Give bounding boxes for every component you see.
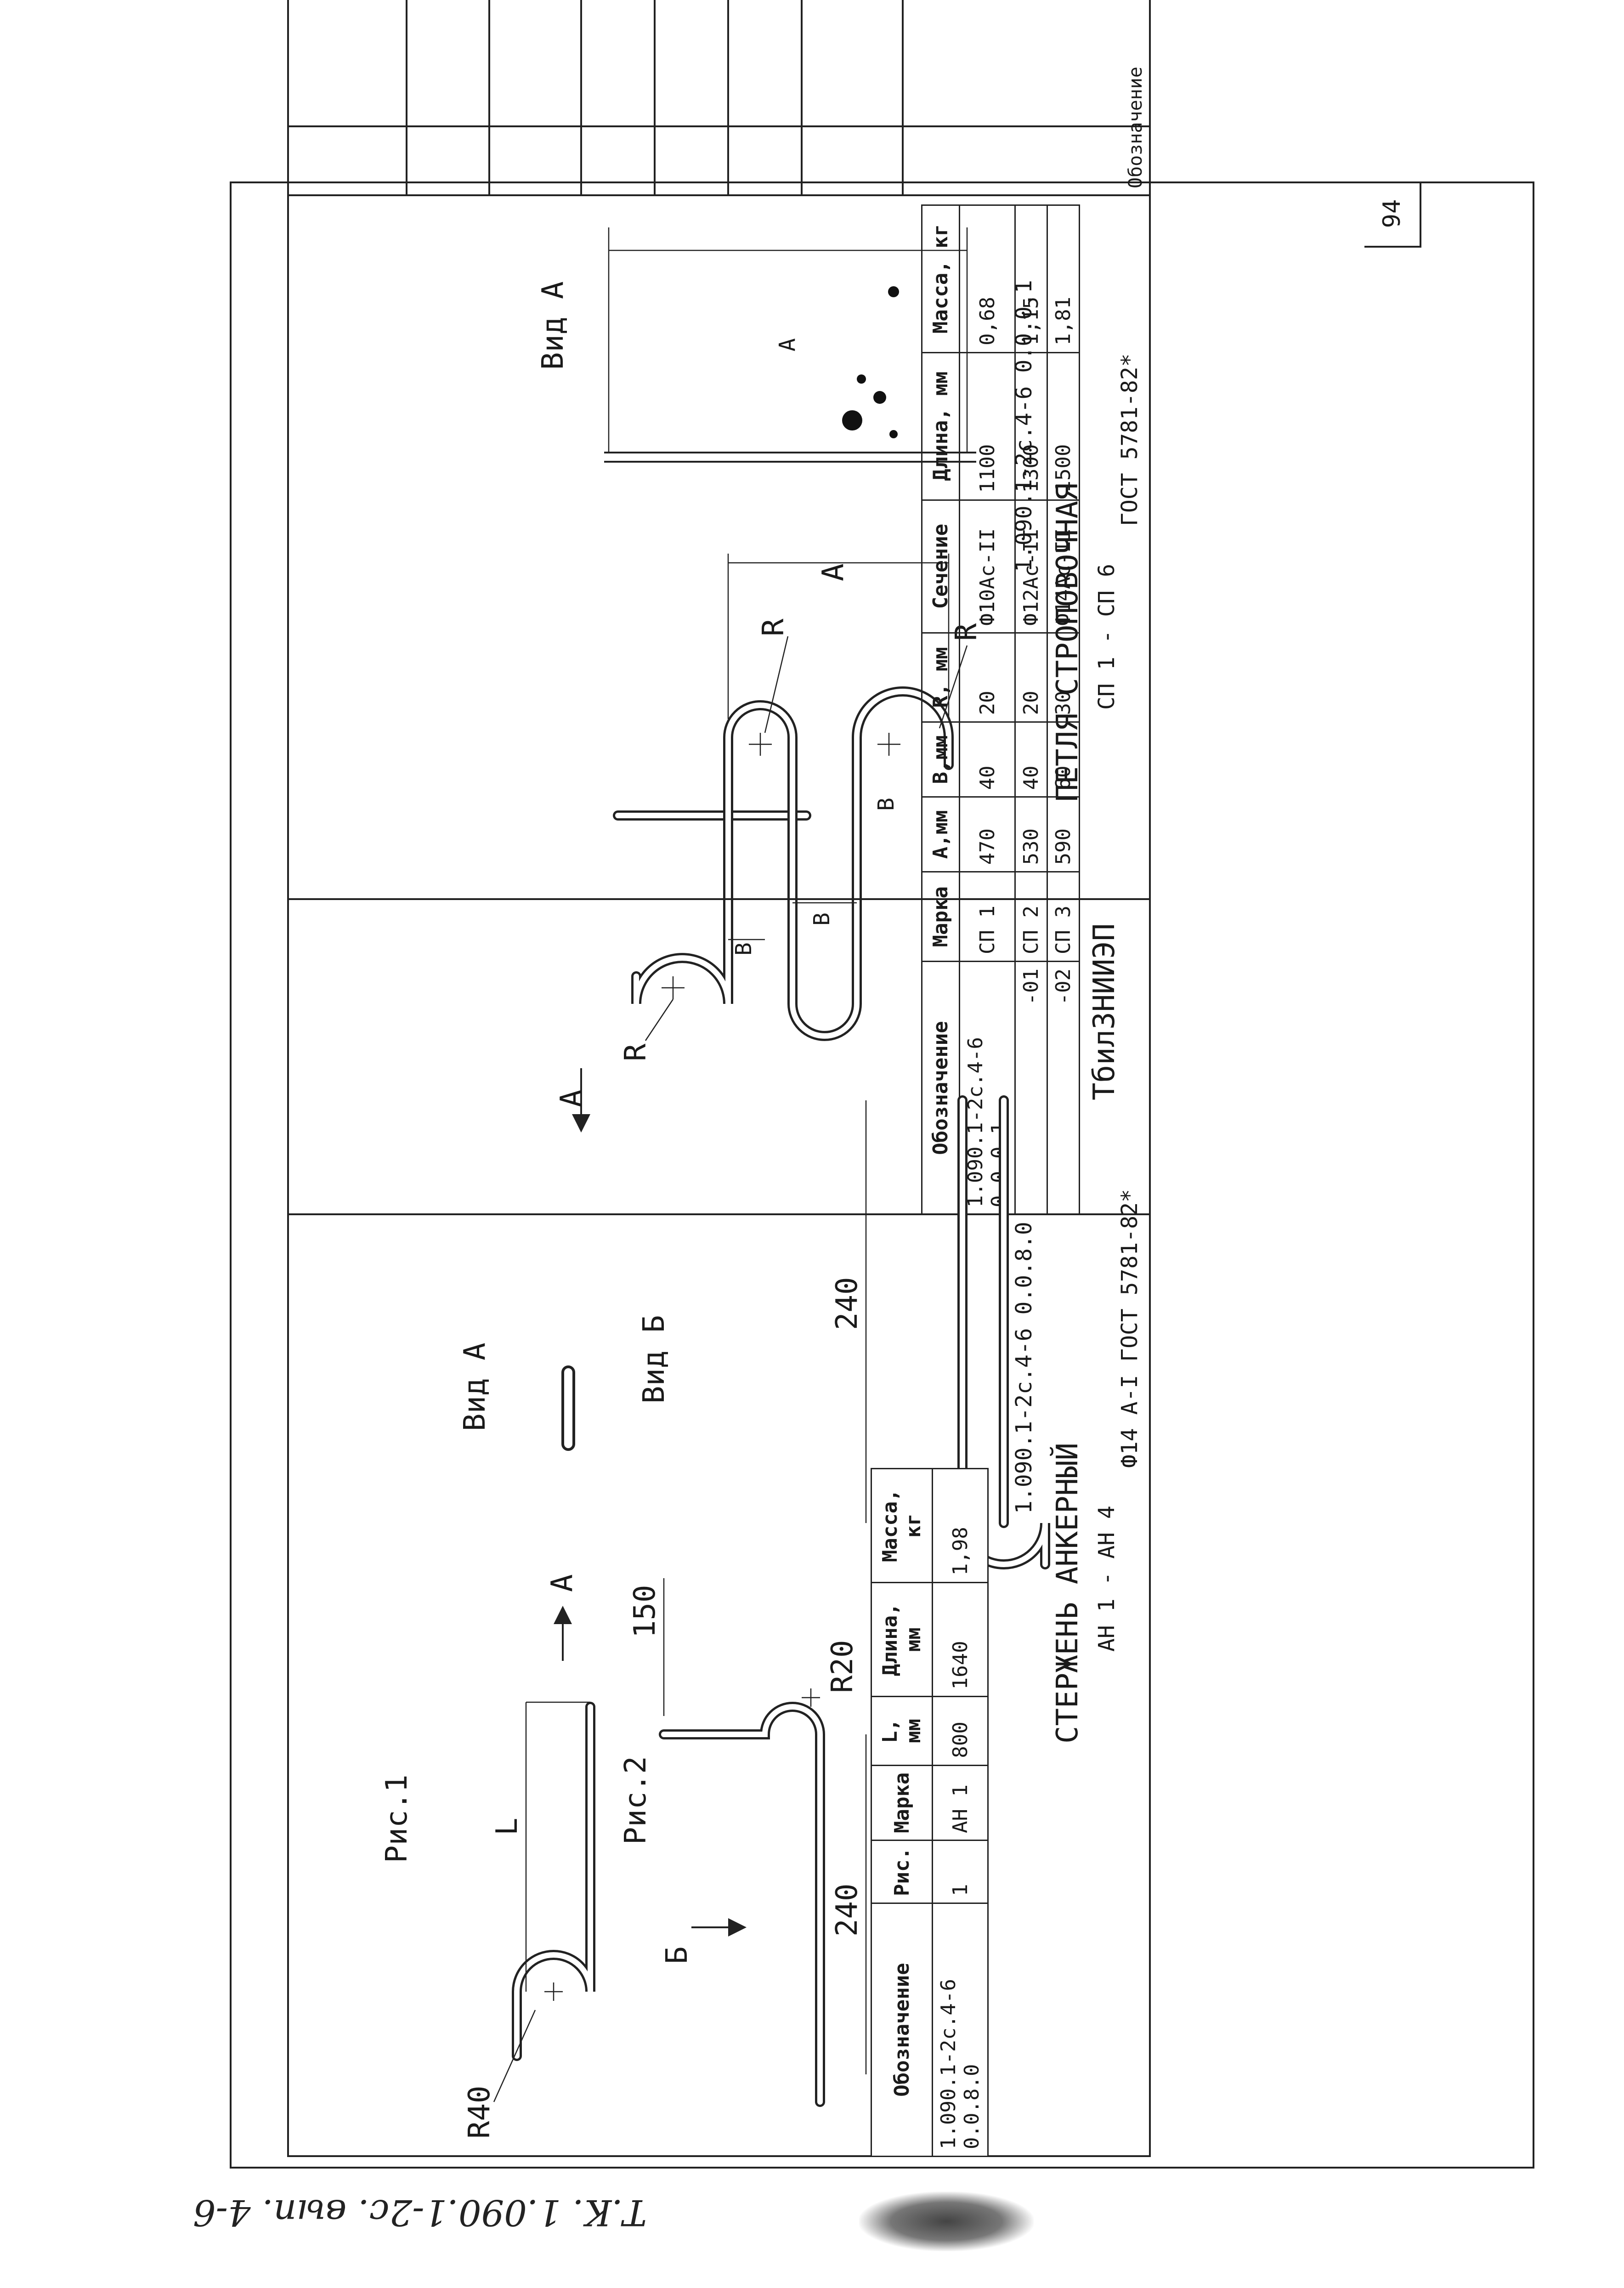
arrow-a-label: А xyxy=(555,1089,588,1107)
dim-a-label: A xyxy=(816,563,850,581)
fig2-label: Рис.2 xyxy=(619,1756,653,1845)
th-length: Длина, мм xyxy=(922,352,960,500)
page-frame xyxy=(230,181,1534,2169)
cell: 1.090.1-2с.4-6 0.0.8.0 xyxy=(932,1903,988,2157)
cell: 470 xyxy=(959,797,1015,872)
cell: 20 xyxy=(1015,633,1047,722)
th-a: А,мм xyxy=(922,797,960,872)
scan-smudge xyxy=(859,2192,1034,2251)
th-r: R, мм xyxy=(922,633,960,722)
cell: Ф10Ас-II xyxy=(959,500,1015,633)
cell: 1 xyxy=(932,1840,988,1903)
dim-l-label: L xyxy=(490,1818,524,1835)
th-b: В,мм xyxy=(922,722,960,797)
sheet-title: ПЕТЛЯ СТРОПОВОЧНАЯ xyxy=(1051,483,1085,802)
cell: 40 xyxy=(959,722,1015,797)
th-section: Сечение xyxy=(922,500,960,633)
view-a: Вид А A xyxy=(536,227,976,463)
sheet-anchor-rod: Рис.1 L R40 А Вид А Рис.2 240 xyxy=(287,898,1151,2157)
dim-r-label-2: R xyxy=(757,618,791,636)
sheet-lifting-loop: A B B B R R R А Вид А A xyxy=(287,0,1151,1215)
sheet-subtitle: СП 1 - СП 6 xyxy=(1094,564,1120,710)
th-length: Длина, мм xyxy=(871,1582,933,1697)
handwritten-note: Т.К. 1.090.1-2с. вып. 4-6 xyxy=(193,2192,647,2233)
dim-150-label: 150 xyxy=(628,1585,662,1638)
title-block-loops: ПЕТЛЯ СТРОПОВОЧНАЯ СП 1 - СП 6 1.090.1-2… xyxy=(1011,280,1143,802)
cell: 530 xyxy=(1015,797,1047,872)
figure-1: Рис.1 L R40 А Вид А xyxy=(380,1342,595,2139)
sheet-lifting-loop-drawing: A B B B R R R А Вид А A xyxy=(287,0,1151,1215)
sheet-org: ТбилЗНИИЭП xyxy=(1087,923,1121,1100)
view-a-label: Вид А xyxy=(536,281,570,370)
sheet-title: СТЕРЖЕНЬ АНКЕРНЫЙ xyxy=(1050,1443,1085,1744)
title-block-anchor: СТЕРЖЕНЬ АНКЕРНЫЙ АН 1 - АН 4 1.090.1-2с… xyxy=(1011,923,1143,1744)
dim-b-label-3: B xyxy=(873,798,899,811)
loop-drawing: A B B B R R R А xyxy=(555,554,984,1133)
dim-b-label-1: B xyxy=(731,942,757,956)
sheet-subtitle: АН 1 - АН 4 xyxy=(1094,1506,1120,1652)
cell: Ф14Ас-II xyxy=(1047,500,1080,633)
page-number: 94 xyxy=(1364,181,1421,248)
fig1-arrow-a: А xyxy=(545,1574,579,1592)
sheet-standard: Ф14 А-I ГОСТ 5781-82* xyxy=(1117,1189,1143,1468)
cell: 800 xyxy=(932,1696,988,1766)
cell: АН 1 xyxy=(932,1765,988,1841)
th-fig: Рис. xyxy=(871,1840,933,1903)
cell: 1640 xyxy=(932,1582,988,1697)
cell: 590 xyxy=(1047,797,1080,872)
sheet-anchor-rod-drawing: Рис.1 L R40 А Вид А Рис.2 240 xyxy=(380,923,1143,2139)
fig1-label: Рис.1 xyxy=(380,1774,414,1863)
dim-r40-label-1: R40 xyxy=(463,2085,497,2139)
table-row: 1.090.1-2с.4-6 0.0.8.0 1 АН 1 800 1640 1… xyxy=(932,1468,988,2157)
dim-r-label-3: R xyxy=(950,623,984,641)
fig2-arrow-b: Б xyxy=(660,1946,694,1964)
cell: 1,98 xyxy=(932,1468,988,1583)
cell: 30 xyxy=(1047,633,1080,722)
th-mass: Масса, кг xyxy=(871,1468,933,1583)
sheet-code: 1.090.1-2с.4-6 0.0.0.1 xyxy=(1011,280,1037,572)
cell: 1300 xyxy=(1015,352,1047,500)
anchor-table: Обозначение Рис. Марка L, мм Длина, мм М… xyxy=(871,1468,989,2157)
cell: 60 xyxy=(1047,722,1080,797)
sheet-code: 1.090.1-2с.4-6 0.0.8.0 xyxy=(1011,1222,1037,1514)
cell: 40 xyxy=(1015,722,1047,797)
cell: Ф12Ас-II xyxy=(1015,500,1047,633)
th-mass: Масса, кг xyxy=(922,205,960,353)
cell: 20 xyxy=(959,633,1015,722)
cell: 1,15 xyxy=(1015,205,1047,353)
cell: 1,81 xyxy=(1047,205,1080,353)
cell: 1100 xyxy=(959,352,1015,500)
th-l: L, мм xyxy=(871,1696,933,1766)
dim-240-label-1: 240 xyxy=(830,1883,864,1937)
spec-table-loops: Обозначение xyxy=(287,0,1151,196)
dim-240-label-2: 240 xyxy=(830,1277,864,1330)
table-header-designation: Обозначение xyxy=(1125,67,1146,188)
dim-r20-label: R20 xyxy=(826,1640,860,1693)
dim-b-label-2: B xyxy=(809,912,835,926)
th-designation: Обозначение xyxy=(871,1903,933,2157)
th-mark: Марка xyxy=(871,1765,933,1841)
dim-r-label-1: R xyxy=(619,1043,653,1061)
view-a-label: Вид А xyxy=(458,1342,492,1431)
cell: 1500 xyxy=(1047,352,1080,500)
view-a-dim-a: A xyxy=(775,338,800,351)
sheet-standard: ГОСТ 5781-82* xyxy=(1117,353,1143,526)
view-b-label: Вид Б xyxy=(637,1315,671,1404)
cell: 0,68 xyxy=(959,205,1015,353)
